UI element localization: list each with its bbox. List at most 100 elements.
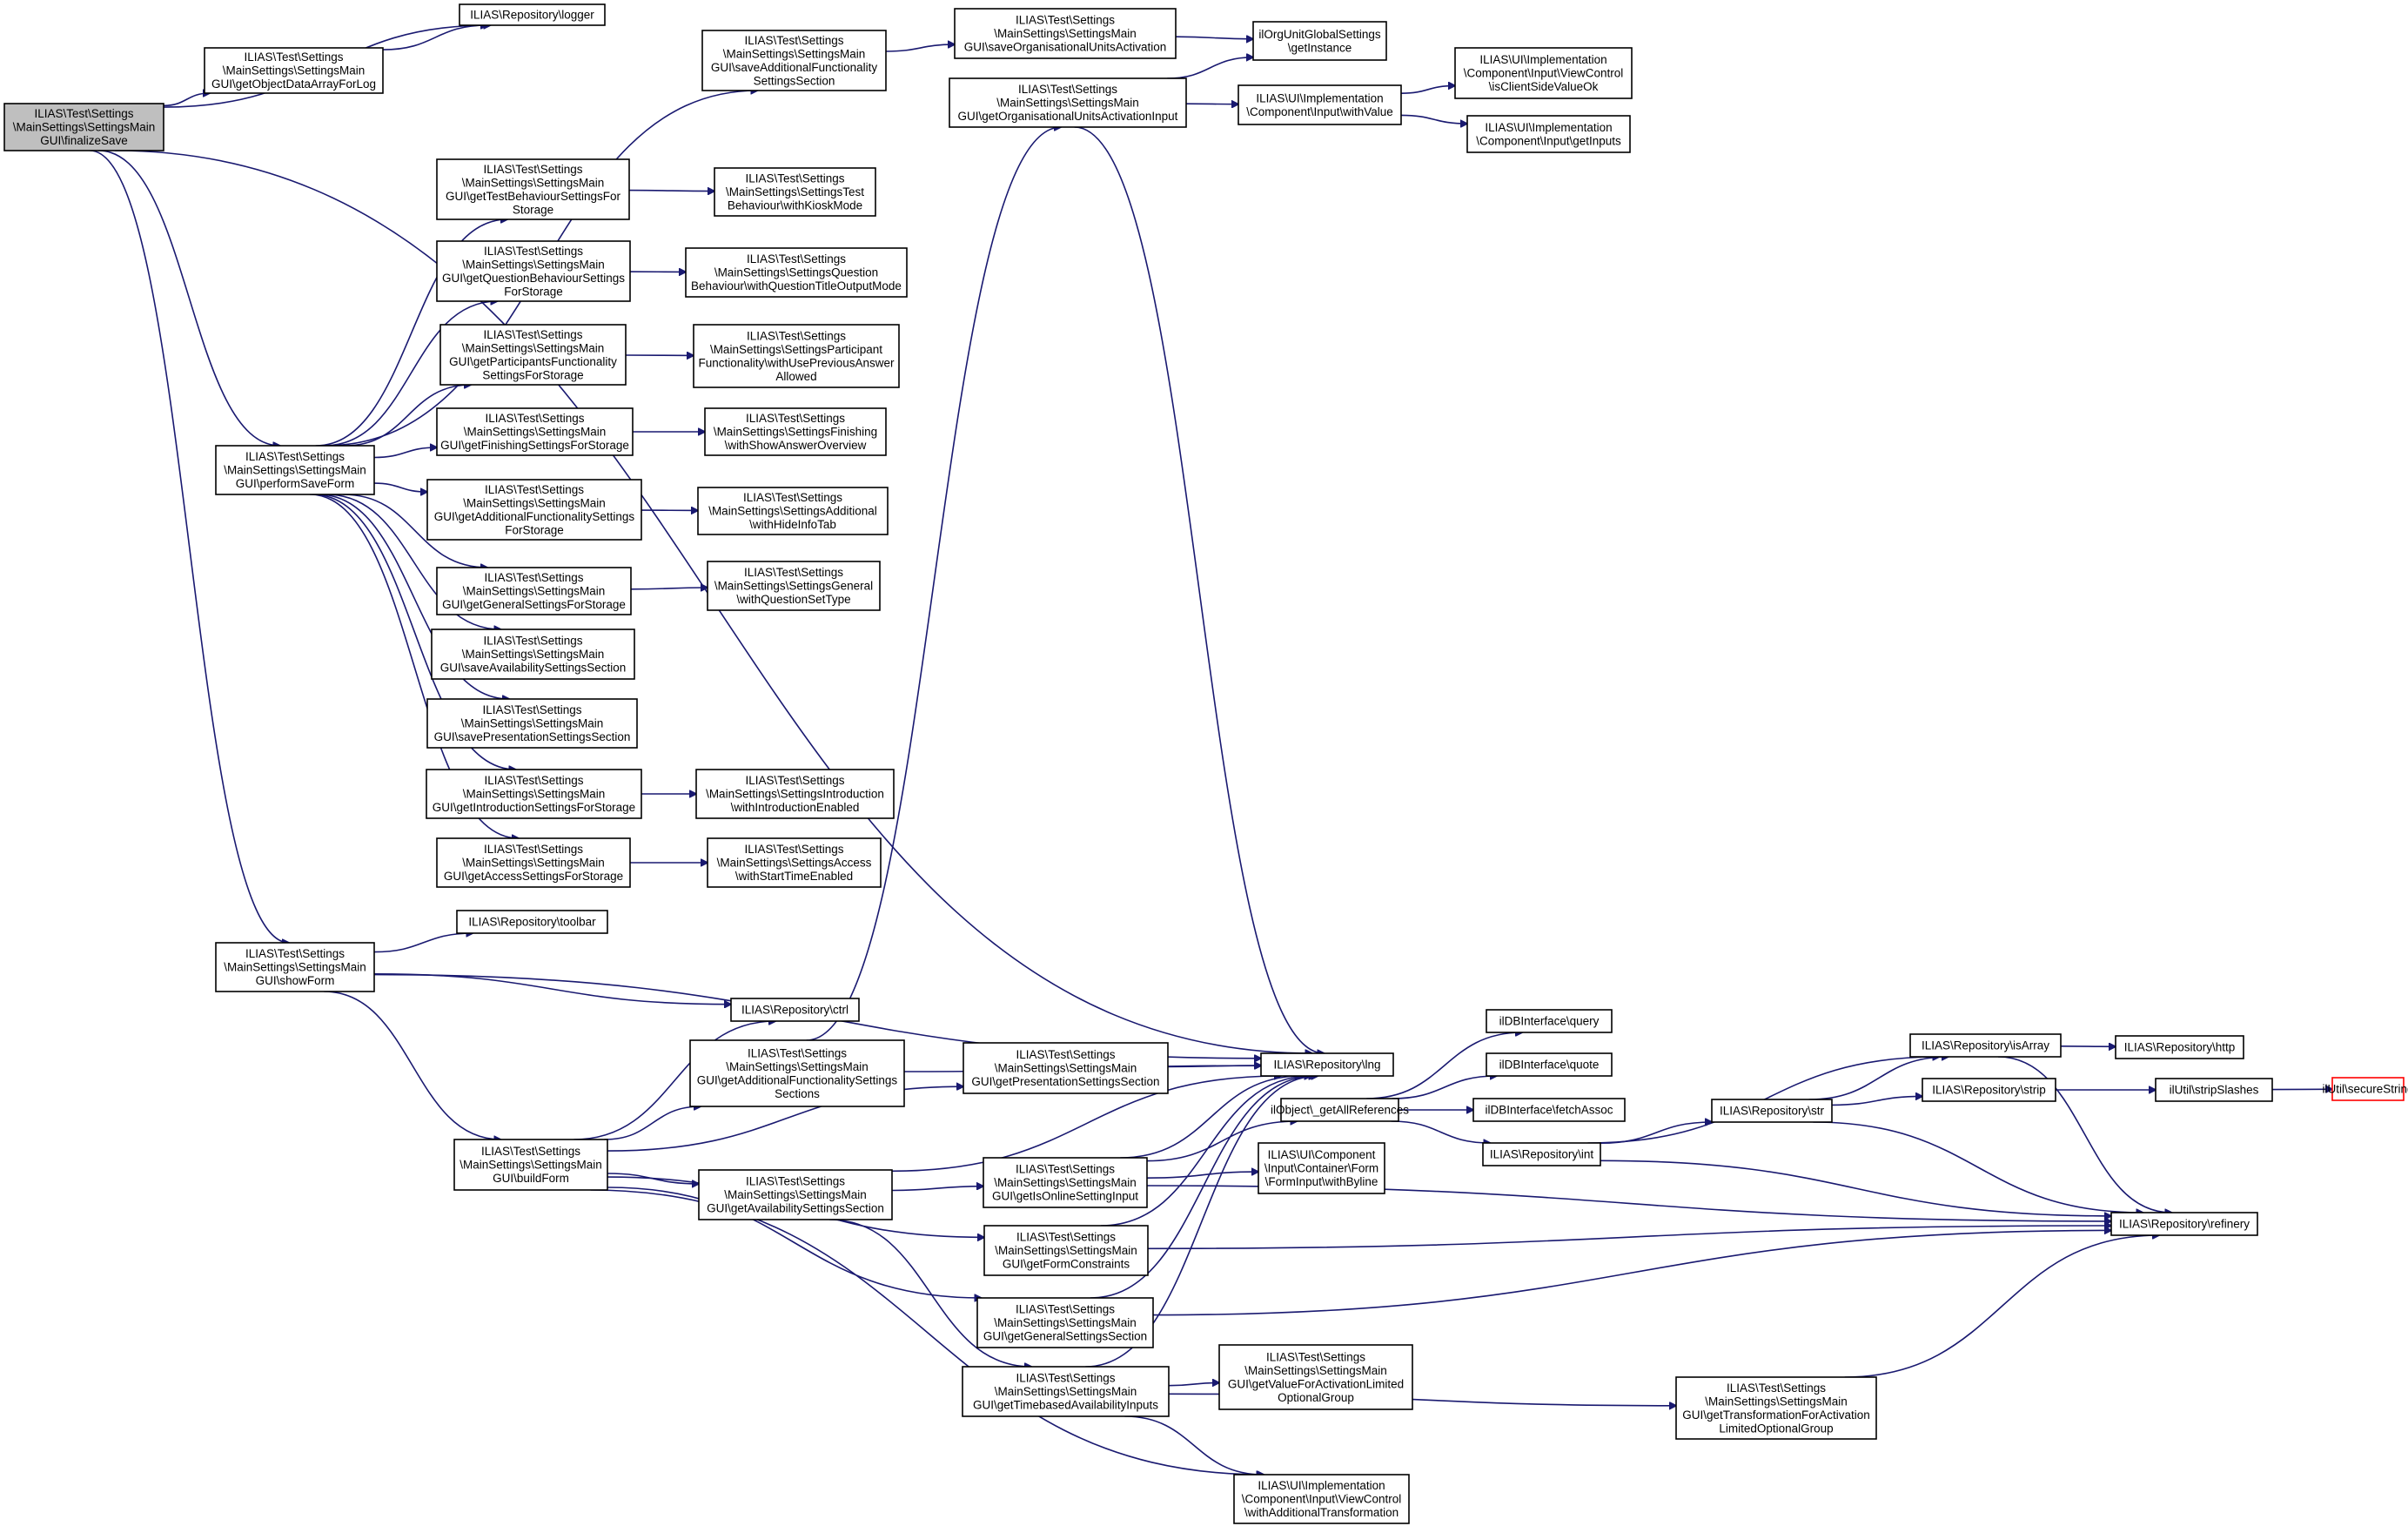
node-label-line: \MainSettings\SettingsTest xyxy=(726,185,864,198)
edge-getAvailabilitySettingsSection-to-getTimebasedAvailabilityInputs xyxy=(829,1219,1031,1367)
node-label-line: GUI\saveAdditionalFunctionality xyxy=(711,61,878,74)
node-saveAvailabilitySettingsSection[interactable]: ILIAS\Test\Settings\MainSettings\Setting… xyxy=(431,629,635,680)
node-label-line: \MainSettings\SettingsIntroduction xyxy=(706,788,884,801)
node-getInputs[interactable]: ILIAS\UI\Implementation\Component\Input\… xyxy=(1466,115,1631,153)
node-label-line: \withStartTimeEnabled xyxy=(735,870,853,883)
node-label-line: \Component\Input\getInputs xyxy=(1476,134,1621,147)
node-getAccessSettingsForStorage[interactable]: ILIAS\Test\Settings\MainSettings\Setting… xyxy=(436,837,631,888)
node-buildForm[interactable]: ILIAS\Test\Settings\MainSettings\Setting… xyxy=(453,1139,608,1191)
edge-isArray-to-http xyxy=(2060,1046,2116,1047)
node-box xyxy=(1238,84,1402,125)
edge-getTransformationForActivationLimitedOptionalGroup-to-refinery xyxy=(1844,1235,2160,1378)
node-box xyxy=(730,998,860,1022)
node-box xyxy=(714,167,876,217)
node-refinery[interactable]: ILIAS\Repository\refinery xyxy=(2110,1212,2258,1236)
node-label-line: GUI\getIntroductionSettingsForStorage xyxy=(433,801,635,814)
node-label-line: GUI\finalizeSave xyxy=(40,134,128,147)
node-box xyxy=(439,324,627,386)
node-FormInputWithByline[interactable]: ILIAS\UI\Component\Input\Container\Form\… xyxy=(1258,1142,1385,1194)
node-getTransformationForActivationLimitedOptionalGroup[interactable]: ILIAS\Test\Settings\MainSettings\Setting… xyxy=(1675,1376,1877,1440)
node-withUsePreviousAnswerAllowed[interactable]: ILIAS\Test\Settings\MainSettings\Setting… xyxy=(693,324,900,388)
node-label-line: ILIAS\Test\Settings xyxy=(483,328,582,341)
node-toolbar[interactable]: ILIAS\Repository\toolbar xyxy=(456,910,608,934)
edge-getIsOnlineSettingInput-to-FormInputWithByline xyxy=(1146,1172,1258,1179)
node-query[interactable]: ilDBInterface\query xyxy=(1486,1009,1613,1033)
node-getTimebasedAvailabilityInputs[interactable]: ILIAS\Test\Settings\MainSettings\Setting… xyxy=(962,1366,1170,1417)
node-logger[interactable]: ILIAS\Repository\logger xyxy=(459,3,606,26)
node-withValue[interactable]: ILIAS\UI\Implementation\Component\Input\… xyxy=(1238,84,1402,125)
node-secureString[interactable]: ilUtil\secureString xyxy=(2322,1077,2408,1101)
node-label-line: ILIAS\UI\Implementation xyxy=(1258,1479,1385,1492)
node-savePresentationSettingsSection[interactable]: ILIAS\Test\Settings\MainSettings\Setting… xyxy=(426,698,638,749)
node-lng[interactable]: ILIAS\Repository\lng xyxy=(1260,1052,1394,1077)
edge-saveAdditionalFunctionalitySettingsSection-to-saveOrganisationalUnitsActivation xyxy=(885,44,955,52)
node-label-line: \MainSettings\SettingsMain xyxy=(723,47,866,60)
node-getAvailabilitySettingsSection[interactable]: ILIAS\Test\Settings\MainSettings\Setting… xyxy=(698,1169,893,1220)
node-withQuestionSetType[interactable]: ILIAS\Test\Settings\MainSettings\Setting… xyxy=(707,561,881,611)
node-ctrl[interactable]: ILIAS\Repository\ctrl xyxy=(730,998,860,1022)
node-label-line: \Input\Container\Form xyxy=(1264,1162,1378,1175)
node-isArray[interactable]: ILIAS\Repository\isArray xyxy=(1909,1033,2062,1058)
node-box xyxy=(426,769,642,819)
node-withIntroductionEnabled[interactable]: ILIAS\Test\Settings\MainSettings\Setting… xyxy=(695,769,895,819)
node-saveAdditionalFunctionalitySettingsSection[interactable]: ILIAS\Test\Settings\MainSettings\Setting… xyxy=(701,30,887,91)
node-box xyxy=(204,47,384,94)
edge-getOrganisationalUnitsActivationInput-to-getInstance xyxy=(1167,57,1253,79)
node-label-line: ILIAS\Test\Settings xyxy=(746,1175,845,1188)
edge-getGeneralSettingsForStorage-to-withQuestionSetType xyxy=(630,588,708,589)
node-getObjectDataArrayForLog[interactable]: ILIAS\Test\Settings\MainSettings\Setting… xyxy=(204,47,384,94)
node-label-line: \withShowAnswerOverview xyxy=(725,439,867,452)
node-getFormConstraints[interactable]: ILIAS\Test\Settings\MainSettings\Setting… xyxy=(983,1225,1149,1276)
edge-finalizeSave-to-performSaveForm xyxy=(98,150,280,446)
node-box xyxy=(1280,1098,1399,1122)
node-label-line: \MainSettings\SettingsMain xyxy=(462,341,605,354)
node-label-line: \MainSettings\SettingsMain xyxy=(463,496,606,509)
node-getPresentationSettingsSection[interactable]: ILIAS\Test\Settings\MainSettings\Setting… xyxy=(963,1042,1169,1094)
node-box xyxy=(2331,1077,2405,1101)
node-withKioskMode[interactable]: ILIAS\Test\Settings\MainSettings\Setting… xyxy=(714,167,876,217)
node-withShowAnswerOverview[interactable]: ILIAS\Test\Settings\MainSettings\Setting… xyxy=(704,407,887,456)
node-getIsOnlineSettingInput[interactable]: ILIAS\Test\Settings\MainSettings\Setting… xyxy=(983,1157,1148,1208)
node-http[interactable]: ILIAS\Repository\http xyxy=(2115,1035,2244,1059)
node-getValueForActivationLimitedOptionalGroup[interactable]: ILIAS\Test\Settings\MainSettings\Setting… xyxy=(1218,1344,1413,1410)
node-fetchAssoc[interactable]: ilDBInterface\fetchAssoc xyxy=(1472,1098,1626,1122)
node-finalizeSave[interactable]: ILIAS\Test\Settings\MainSettings\Setting… xyxy=(3,103,164,151)
node-showForm[interactable]: ILIAS\Test\Settings\MainSettings\Setting… xyxy=(215,942,375,992)
node-label-line: \withAdditionalTransformation xyxy=(1244,1506,1399,1519)
node-getParticipantsFunctionalitySettingsForStorage[interactable]: ILIAS\Test\Settings\MainSettings\Setting… xyxy=(439,324,627,386)
node-getTestBehaviourSettingsForStorage[interactable]: ILIAS\Test\Settings\MainSettings\Setting… xyxy=(436,158,630,220)
node-box xyxy=(1909,1033,2062,1058)
node-label-line: SettingsForStorage xyxy=(482,368,583,381)
node-label-line: \getInstance xyxy=(1288,41,1352,54)
node-str[interactable]: ILIAS\Repository\str xyxy=(1711,1099,1833,1123)
node-getIntroductionSettingsForStorage[interactable]: ILIAS\Test\Settings\MainSettings\Setting… xyxy=(426,769,642,819)
node-getInstance[interactable]: ilOrgUnitGlobalSettings\getInstance xyxy=(1252,21,1387,61)
node-quote[interactable]: ilDBInterface\quote xyxy=(1486,1052,1613,1077)
edge-getIsOnlineSettingInput-to-lng xyxy=(1120,1076,1302,1159)
node-_getAllReferences[interactable]: ilObject\_getAllReferences xyxy=(1271,1098,1409,1122)
node-label-line: ILIAS\Test\Settings xyxy=(744,843,843,856)
node-getAdditionalFunctionalitySettingsSections[interactable]: ILIAS\Test\Settings\MainSettings\Setting… xyxy=(689,1039,905,1107)
node-withHideInfoTab[interactable]: ILIAS\Test\Settings\MainSettings\Setting… xyxy=(697,487,889,535)
edge-_getAllReferences-to-query xyxy=(1366,1032,1522,1099)
node-withQuestionTitleOutputMode[interactable]: ILIAS\Test\Settings\MainSettings\Setting… xyxy=(685,247,908,298)
node-box xyxy=(689,1039,905,1107)
node-label-line: ILIAS\Test\Settings xyxy=(245,947,345,960)
node-getGeneralSettingsSection[interactable]: ILIAS\Test\Settings\MainSettings\Setting… xyxy=(976,1297,1154,1348)
node-label-line: GUI\getTestBehaviourSettingsFor xyxy=(446,190,621,203)
node-box xyxy=(983,1157,1148,1208)
node-getQuestionBehaviourSettingsForStorage[interactable]: ILIAS\Test\Settings\MainSettings\Setting… xyxy=(436,240,631,302)
node-performSaveForm[interactable]: ILIAS\Test\Settings\MainSettings\Setting… xyxy=(215,445,375,495)
node-box xyxy=(2155,1078,2273,1102)
node-saveOrganisationalUnitsActivation[interactable]: ILIAS\Test\Settings\MainSettings\Setting… xyxy=(954,8,1177,59)
node-getAdditionalFunctionalitySettingsForStorage[interactable]: ILIAS\Test\Settings\MainSettings\Setting… xyxy=(426,479,642,541)
node-stripSlashes[interactable]: ilUtil\stripSlashes xyxy=(2155,1078,2273,1102)
node-int[interactable]: ILIAS\Repository\int xyxy=(1482,1142,1601,1166)
node-strip[interactable]: ILIAS\Repository\strip xyxy=(1922,1078,2056,1102)
node-withAdditionalTransformation[interactable]: ILIAS\UI\Implementation\Component\Input\… xyxy=(1233,1474,1410,1524)
node-withStartTimeEnabled[interactable]: ILIAS\Test\Settings\MainSettings\Setting… xyxy=(707,837,882,888)
node-getOrganisationalUnitsActivationInput[interactable]: ILIAS\Test\Settings\MainSettings\Setting… xyxy=(949,77,1187,128)
node-isClientSideValueOk[interactable]: ILIAS\UI\Implementation\Component\Input\… xyxy=(1454,47,1633,99)
node-getGeneralSettingsForStorage[interactable]: ILIAS\Test\Settings\MainSettings\Setting… xyxy=(436,567,632,615)
node-getFinishingSettingsForStorage[interactable]: ILIAS\Test\Settings\MainSettings\Setting… xyxy=(436,407,634,456)
